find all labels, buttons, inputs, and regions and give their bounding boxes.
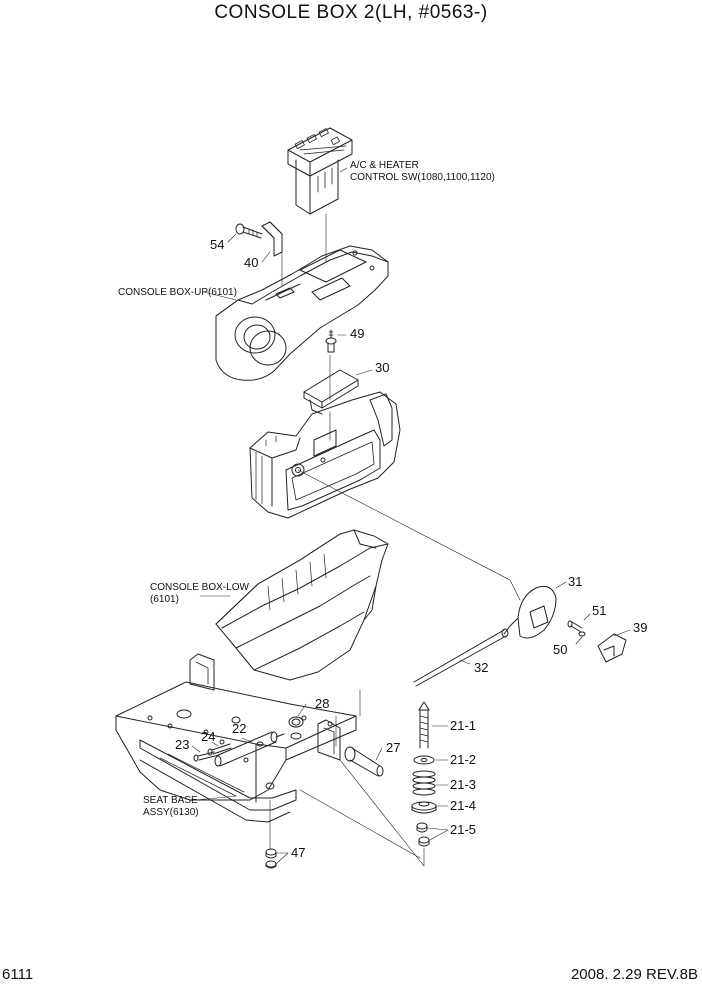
callout-49: 49 (350, 326, 365, 341)
console-box-low-label-line2: (6101) (150, 594, 179, 605)
callout-32: 32 (474, 660, 489, 675)
callout-50: 50 (553, 642, 568, 657)
page-number: 6111 (2, 966, 34, 983)
bolt-part-21-1 (418, 701, 430, 749)
seat-base-label-line1: SEAT BASE (143, 795, 198, 806)
callout-40: 40 (244, 255, 259, 270)
callout-54: 54 (210, 237, 225, 252)
lever-part-31 (503, 585, 557, 639)
block-part-40 (261, 221, 283, 257)
callout-31: 31 (568, 574, 583, 589)
screw-part-24 (207, 743, 232, 756)
callout-30: 30 (375, 360, 390, 375)
console-box-upper (215, 245, 389, 381)
ring-part-28 (288, 716, 304, 728)
callout-47: 47 (291, 845, 306, 860)
callout-39: 39 (633, 620, 648, 635)
screw-part-51 (567, 620, 583, 633)
callout-21-5: 21-5 (450, 822, 477, 837)
spring-part-21-3 (412, 770, 436, 796)
callout-22: 22 (232, 721, 247, 736)
seat-base-label-line2: ASSY(6130) (143, 807, 199, 818)
callout-21-2: 21-2 (450, 752, 477, 767)
ac-heater-control-switch (287, 127, 353, 215)
screw-part-49 (325, 329, 337, 353)
bracket-part-30 (303, 369, 359, 415)
callout-21-4: 21-4 (450, 798, 477, 813)
callout-leaders (191, 167, 631, 865)
nuts-part-21-5 (416, 822, 430, 847)
console-box-up-label: CONSOLE BOX-UP(6101) (118, 287, 237, 298)
rod-part-22 (214, 731, 285, 767)
rod-part-32 (413, 628, 509, 687)
callout-21-1: 21-1 (450, 718, 477, 733)
seat-part-21-4 (411, 801, 437, 814)
washer-part-50 (578, 631, 586, 637)
nut-part-47 (265, 848, 277, 869)
callout-27: 27 (386, 740, 401, 755)
ac-heater-label-line1: A/C & HEATER (350, 160, 419, 171)
knob-part-39 (597, 633, 627, 663)
pin-part-27 (344, 746, 384, 777)
ac-heater-label-line2: CONTROL SW(1080,1100,1120) (350, 172, 495, 183)
callout-24: 24 (201, 729, 216, 744)
console-box-low-label-line1: CONSOLE BOX-LOW (150, 582, 249, 593)
callout-28: 28 (315, 696, 330, 711)
washer-part-21-2 (413, 755, 435, 765)
callout-21-3: 21-3 (450, 777, 477, 792)
revision-date: 2008. 2.29 REV.8B (570, 966, 698, 983)
page-title: CONSOLE BOX 2(LH, #0563-) (214, 2, 488, 23)
assembly-lines (269, 213, 521, 867)
callout-51: 51 (592, 603, 607, 618)
screw-part-23 (193, 751, 216, 762)
bolt-part-54 (235, 223, 263, 239)
console-box-middle-frame (249, 391, 401, 519)
callout-23: 23 (175, 737, 190, 752)
seat-base-assembly (115, 653, 357, 823)
console-box-lower (215, 529, 389, 681)
